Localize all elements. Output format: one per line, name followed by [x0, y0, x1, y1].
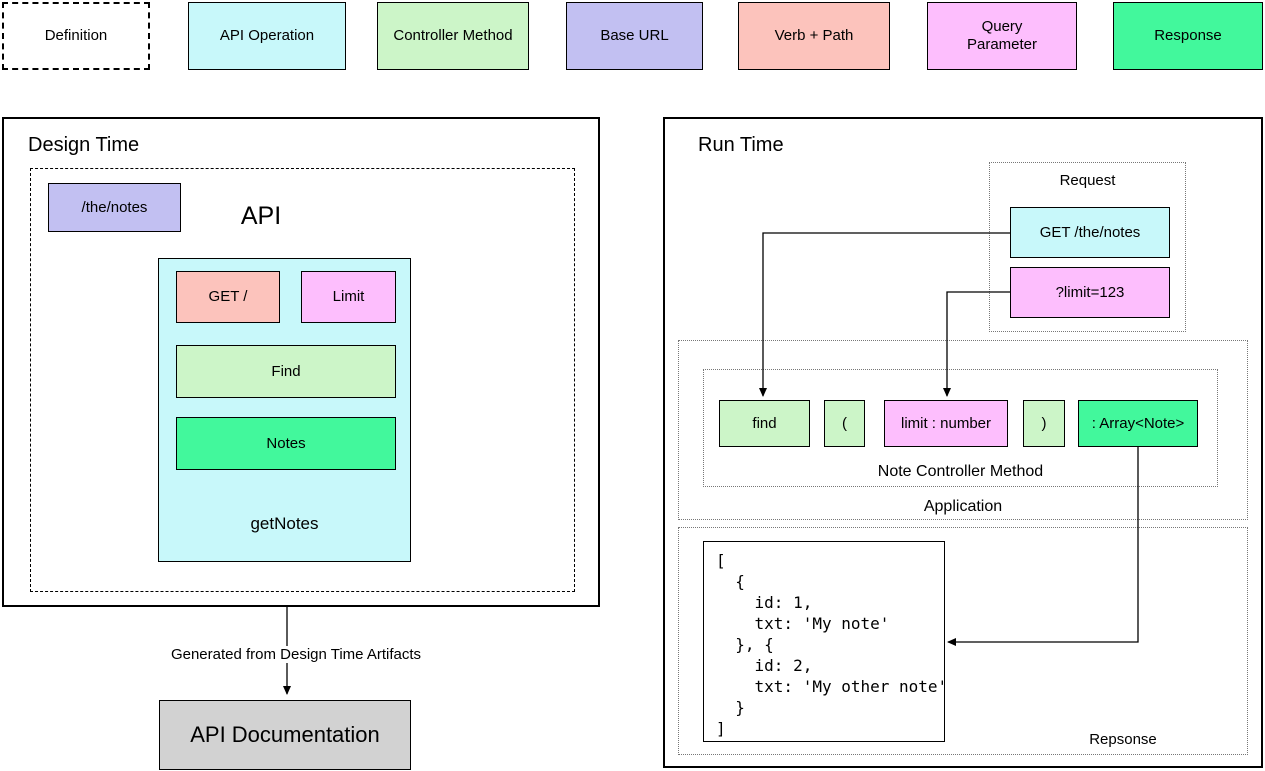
design-query-param-box: Limit	[301, 271, 396, 323]
design-base-url-text: /the/notes	[81, 198, 148, 216]
api-documentation-box: API Documentation	[159, 700, 411, 770]
legend-query-parameter-label: Query Parameter	[966, 18, 1038, 53]
token-open-paren-box: (	[824, 400, 865, 447]
design-verb-path-box: GET /	[176, 271, 280, 323]
legend-base-url: Base URL	[566, 2, 703, 70]
legend-verb-path: Verb + Path	[738, 2, 890, 70]
legend-api-operation-label: API Operation	[219, 27, 315, 44]
token-open-paren-text: (	[842, 414, 847, 432]
api-definition-frame	[30, 168, 575, 592]
application-label: Application	[923, 498, 1003, 515]
legend-definition-label: Definition	[44, 27, 108, 44]
request-query-box: ?limit=123	[1010, 267, 1170, 318]
token-limit-param-box: limit : number	[884, 400, 1008, 447]
token-find-text: find	[752, 414, 777, 432]
request-operation-text: GET /the/notes	[1039, 223, 1141, 241]
legend-definition: Definition	[2, 2, 150, 70]
token-return-type-box: : Array<Note>	[1078, 400, 1198, 447]
design-time-title: Design Time	[28, 134, 140, 156]
request-label: Request	[1059, 172, 1116, 189]
legend-verb-path-label: Verb + Path	[774, 27, 854, 44]
design-response-text: Notes	[266, 434, 306, 452]
token-close-paren-box: )	[1023, 400, 1065, 447]
design-verb-path-text: GET /	[208, 288, 248, 305]
note-controller-method-label: Note Controller Method	[877, 463, 1044, 480]
token-find-box: find	[719, 400, 810, 447]
legend-api-operation: API Operation	[188, 2, 346, 70]
response-code-box: [ { id: 1, txt: 'My note' }, { id: 2, tx…	[703, 541, 948, 742]
request-operation-box: GET /the/notes	[1010, 207, 1170, 258]
token-return-type-text: : Array<Note>	[1091, 414, 1185, 432]
api-definition-label: API	[240, 202, 282, 230]
design-response-box: Notes	[176, 417, 396, 470]
legend-response: Response	[1113, 2, 1263, 70]
legend-response-label: Response	[1154, 27, 1222, 44]
design-operation-name: getNotes	[250, 514, 319, 533]
design-controller-method-box: Find	[176, 345, 396, 398]
design-base-url-box: /the/notes	[48, 183, 181, 232]
token-limit-param-text: limit : number	[900, 414, 992, 432]
legend-base-url-label: Base URL	[600, 27, 669, 44]
legend-query-parameter: Query Parameter	[927, 2, 1077, 70]
response-label: Repsonse	[1089, 731, 1157, 748]
request-query-text: ?limit=123	[1055, 283, 1125, 301]
design-query-param-text: Limit	[332, 288, 365, 305]
legend-controller-method-label: Controller Method	[393, 27, 513, 44]
run-time-title: Run Time	[698, 134, 784, 156]
api-documentation-text: API Documentation	[190, 721, 380, 747]
legend-controller-method: Controller Method	[377, 2, 529, 70]
generated-arrow-label: Generated from Design Time Artifacts	[160, 646, 432, 663]
token-close-paren-text: )	[1041, 414, 1047, 432]
response-code-text: [ { id: 1, txt: 'My note' }, { id: 2, tx…	[716, 551, 948, 738]
design-controller-method-text: Find	[271, 362, 301, 380]
